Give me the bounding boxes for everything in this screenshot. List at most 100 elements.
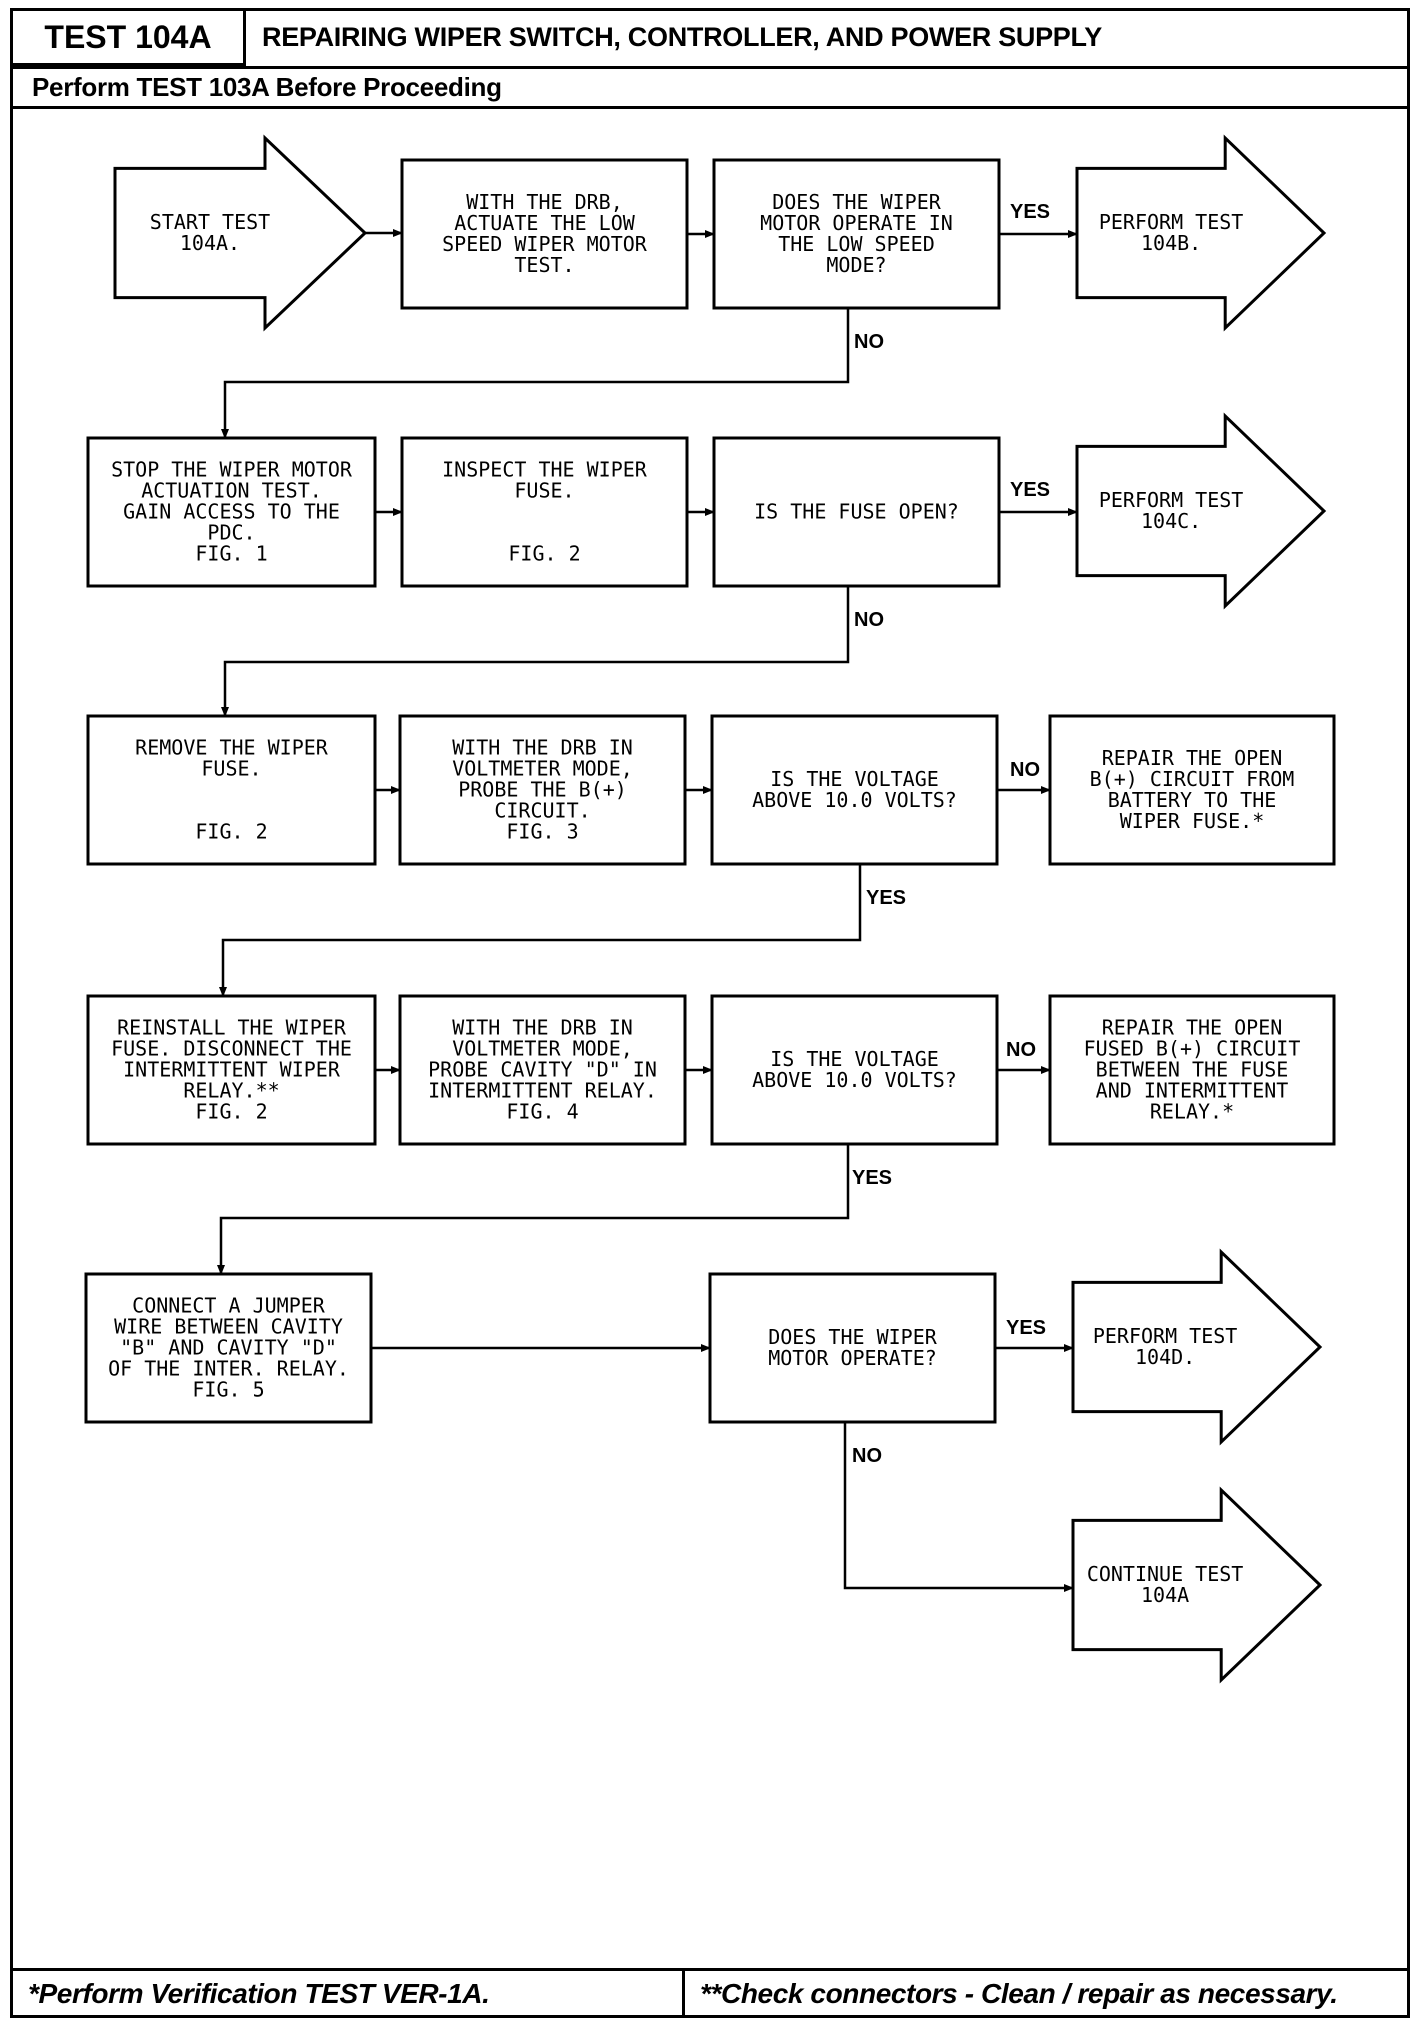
subheader-divider <box>10 106 1410 109</box>
connector-line <box>221 586 850 717</box>
node-text-r5_action: CONNECT A JUMPER <box>132 1293 326 1317</box>
node-text-r4_result: FUSED B(+) CIRCUIT <box>1084 1036 1301 1060</box>
node-text-r4_question: IS THE VOLTAGE <box>770 1047 939 1071</box>
connector-label-r1_yes: YES <box>1010 201 1050 223</box>
connector-label-r2_yes: YES <box>1010 479 1050 501</box>
node-text-r2_action1: GAIN ACCESS TO THE <box>123 499 340 523</box>
terminal-arrow-r1_result <box>1075 134 1327 332</box>
connector-label-r4_yes: YES <box>852 1167 892 1189</box>
node-text-r4_result: BETWEEN THE FUSE <box>1096 1057 1289 1081</box>
node-text-r2_question: IS THE FUSE OPEN? <box>754 499 959 523</box>
node-text-r5_action: WIRE BETWEEN CAVITY <box>114 1314 343 1338</box>
node-text-r4_action2: VOLTMETER MODE, <box>452 1036 633 1060</box>
node-text-r4_action2: WITH THE DRB IN <box>452 1015 633 1039</box>
node-text-r3_action1: FUSE. <box>201 756 261 780</box>
node-text-r3_action2: CIRCUIT. <box>494 798 590 822</box>
connector-line <box>843 1422 1074 1592</box>
connector-line <box>217 1144 850 1275</box>
node-text-r3_question: ABOVE 10.0 VOLTS? <box>752 788 957 812</box>
node-text-r5_action: FIG. 5 <box>192 1377 264 1401</box>
node-text-r4_action1: FUSE. DISCONNECT THE <box>111 1036 352 1060</box>
node-text-r3_action1: REMOVE THE WIPER <box>135 735 329 759</box>
node-text-start: 104A. <box>180 231 240 255</box>
process-box-r4_action2 <box>398 994 687 1146</box>
terminal-arrow-start <box>113 134 368 332</box>
node-text-r3_action2: FIG. 3 <box>506 819 578 843</box>
connector-label-r3_no: NO <box>1010 759 1040 781</box>
connector-line <box>221 308 850 439</box>
node-text-r2_action1: PDC. <box>207 520 255 544</box>
node-text-r1_question: DOES THE WIPER <box>772 190 942 214</box>
node-text-r5_action: OF THE INTER. RELAY. <box>108 1356 349 1380</box>
node-text-r2_action1: STOP THE WIPER MOTOR <box>111 457 353 481</box>
connector-label-r5_yes: YES <box>1006 1317 1046 1339</box>
node-text-r3_action2: WITH THE DRB IN <box>452 735 633 759</box>
connector-label-r5_no: NO <box>852 1445 882 1467</box>
node-text-r4_action1: RELAY.** <box>183 1078 279 1102</box>
connector-label-r4_no: NO <box>1006 1039 1036 1061</box>
prerequisite-note: Perform TEST 103A Before Proceeding <box>32 72 502 102</box>
terminal-arrow-r6_result <box>1071 1486 1323 1684</box>
node-text-r6_result: CONTINUE TEST <box>1087 1562 1244 1586</box>
node-text-r4_question: ABOVE 10.0 VOLTS? <box>752 1068 957 1092</box>
node-text-r3_result: WIPER FUSE.* <box>1120 809 1265 833</box>
footer-divider <box>10 1968 1410 1971</box>
process-box-r3_question <box>710 714 999 866</box>
header-divider <box>10 66 1410 69</box>
node-text-r3_action2: PROBE THE B(+) <box>458 777 627 801</box>
node-text-r1_action: SPEED WIPER MOTOR <box>442 232 648 256</box>
node-text-r5_result: PERFORM TEST <box>1093 1324 1238 1348</box>
node-text-r4_action2: FIG. 4 <box>506 1099 578 1123</box>
terminal-arrow-r5_result <box>1071 1248 1323 1446</box>
connector-label-r1_no: NO <box>854 331 884 353</box>
connector-label-r2_no: NO <box>854 609 884 631</box>
node-text-r1_action: WITH THE DRB, <box>466 190 623 214</box>
node-text-r4_action2: INTERMITTENT RELAY. <box>428 1078 657 1102</box>
connector-label-r3_yes: YES <box>866 887 906 909</box>
node-text-r3_result: BATTERY TO THE <box>1108 788 1277 812</box>
node-text-r2_action1: ACTUATION TEST. <box>141 478 322 502</box>
node-text-start: START TEST <box>150 210 270 234</box>
footer-note-connectors: **Check connectors - Clean / repair as n… <box>700 1978 1338 2009</box>
node-text-r1_result: PERFORM TEST <box>1099 210 1244 234</box>
node-text-r1_question: THE LOW SPEED <box>778 232 935 256</box>
node-text-r2_action2: FIG. 2 <box>508 541 580 565</box>
process-box-r1_question <box>712 158 1001 310</box>
node-text-r3_result: B(+) CIRCUIT FROM <box>1090 767 1295 791</box>
node-text-r3_question: IS THE VOLTAGE <box>770 767 939 791</box>
node-text-r1_action: TEST. <box>514 253 574 277</box>
footer-note-verification: *Perform Verification TEST VER-1A. <box>28 1978 490 2009</box>
process-box-r4_action1 <box>86 994 377 1146</box>
process-box-r3_action1 <box>86 714 377 866</box>
node-text-r4_result: RELAY.* <box>1150 1099 1234 1123</box>
process-box-r4_result <box>1048 994 1336 1146</box>
process-box-r5_action <box>84 1272 373 1424</box>
node-text-r1_action: ACTUATE THE LOW <box>454 211 636 235</box>
process-box-r5_question <box>708 1272 997 1424</box>
node-text-r2_action1: FIG. 1 <box>195 541 267 565</box>
node-text-r5_question: DOES THE WIPER <box>768 1325 938 1349</box>
process-box-r4_question <box>710 994 999 1146</box>
node-text-r2_action2: FUSE. <box>514 478 574 502</box>
node-text-r2_result: 104C. <box>1141 509 1201 533</box>
page-frame <box>10 8 1410 2018</box>
node-text-r2_action2: INSPECT THE WIPER <box>442 457 648 481</box>
node-text-r4_action1: INTERMITTENT WIPER <box>123 1057 341 1081</box>
node-text-r3_action2: VOLTMETER MODE, <box>452 756 633 780</box>
node-text-r1_question: MODE? <box>826 253 886 277</box>
connector-line <box>219 864 862 997</box>
page-title: REPAIRING WIPER SWITCH, CONTROLLER, AND … <box>262 22 1102 52</box>
node-text-r4_result: REPAIR THE OPEN <box>1102 1015 1283 1039</box>
terminal-arrow-r2_result <box>1075 412 1327 610</box>
node-text-r4_result: AND INTERMITTENT <box>1096 1078 1289 1102</box>
node-text-r4_action1: REINSTALL THE WIPER <box>117 1015 347 1039</box>
node-text-r5_result: 104D. <box>1135 1345 1195 1369</box>
footer-split <box>682 1968 685 2018</box>
node-text-r3_result: REPAIR THE OPEN <box>1102 746 1283 770</box>
node-text-r4_action2: PROBE CAVITY "D" IN <box>428 1057 657 1081</box>
node-text-r2_result: PERFORM TEST <box>1099 488 1244 512</box>
node-text-r1_result: 104B. <box>1141 231 1201 255</box>
node-text-r1_question: MOTOR OPERATE IN <box>760 211 953 235</box>
node-text-r3_action1: FIG. 2 <box>195 819 267 843</box>
